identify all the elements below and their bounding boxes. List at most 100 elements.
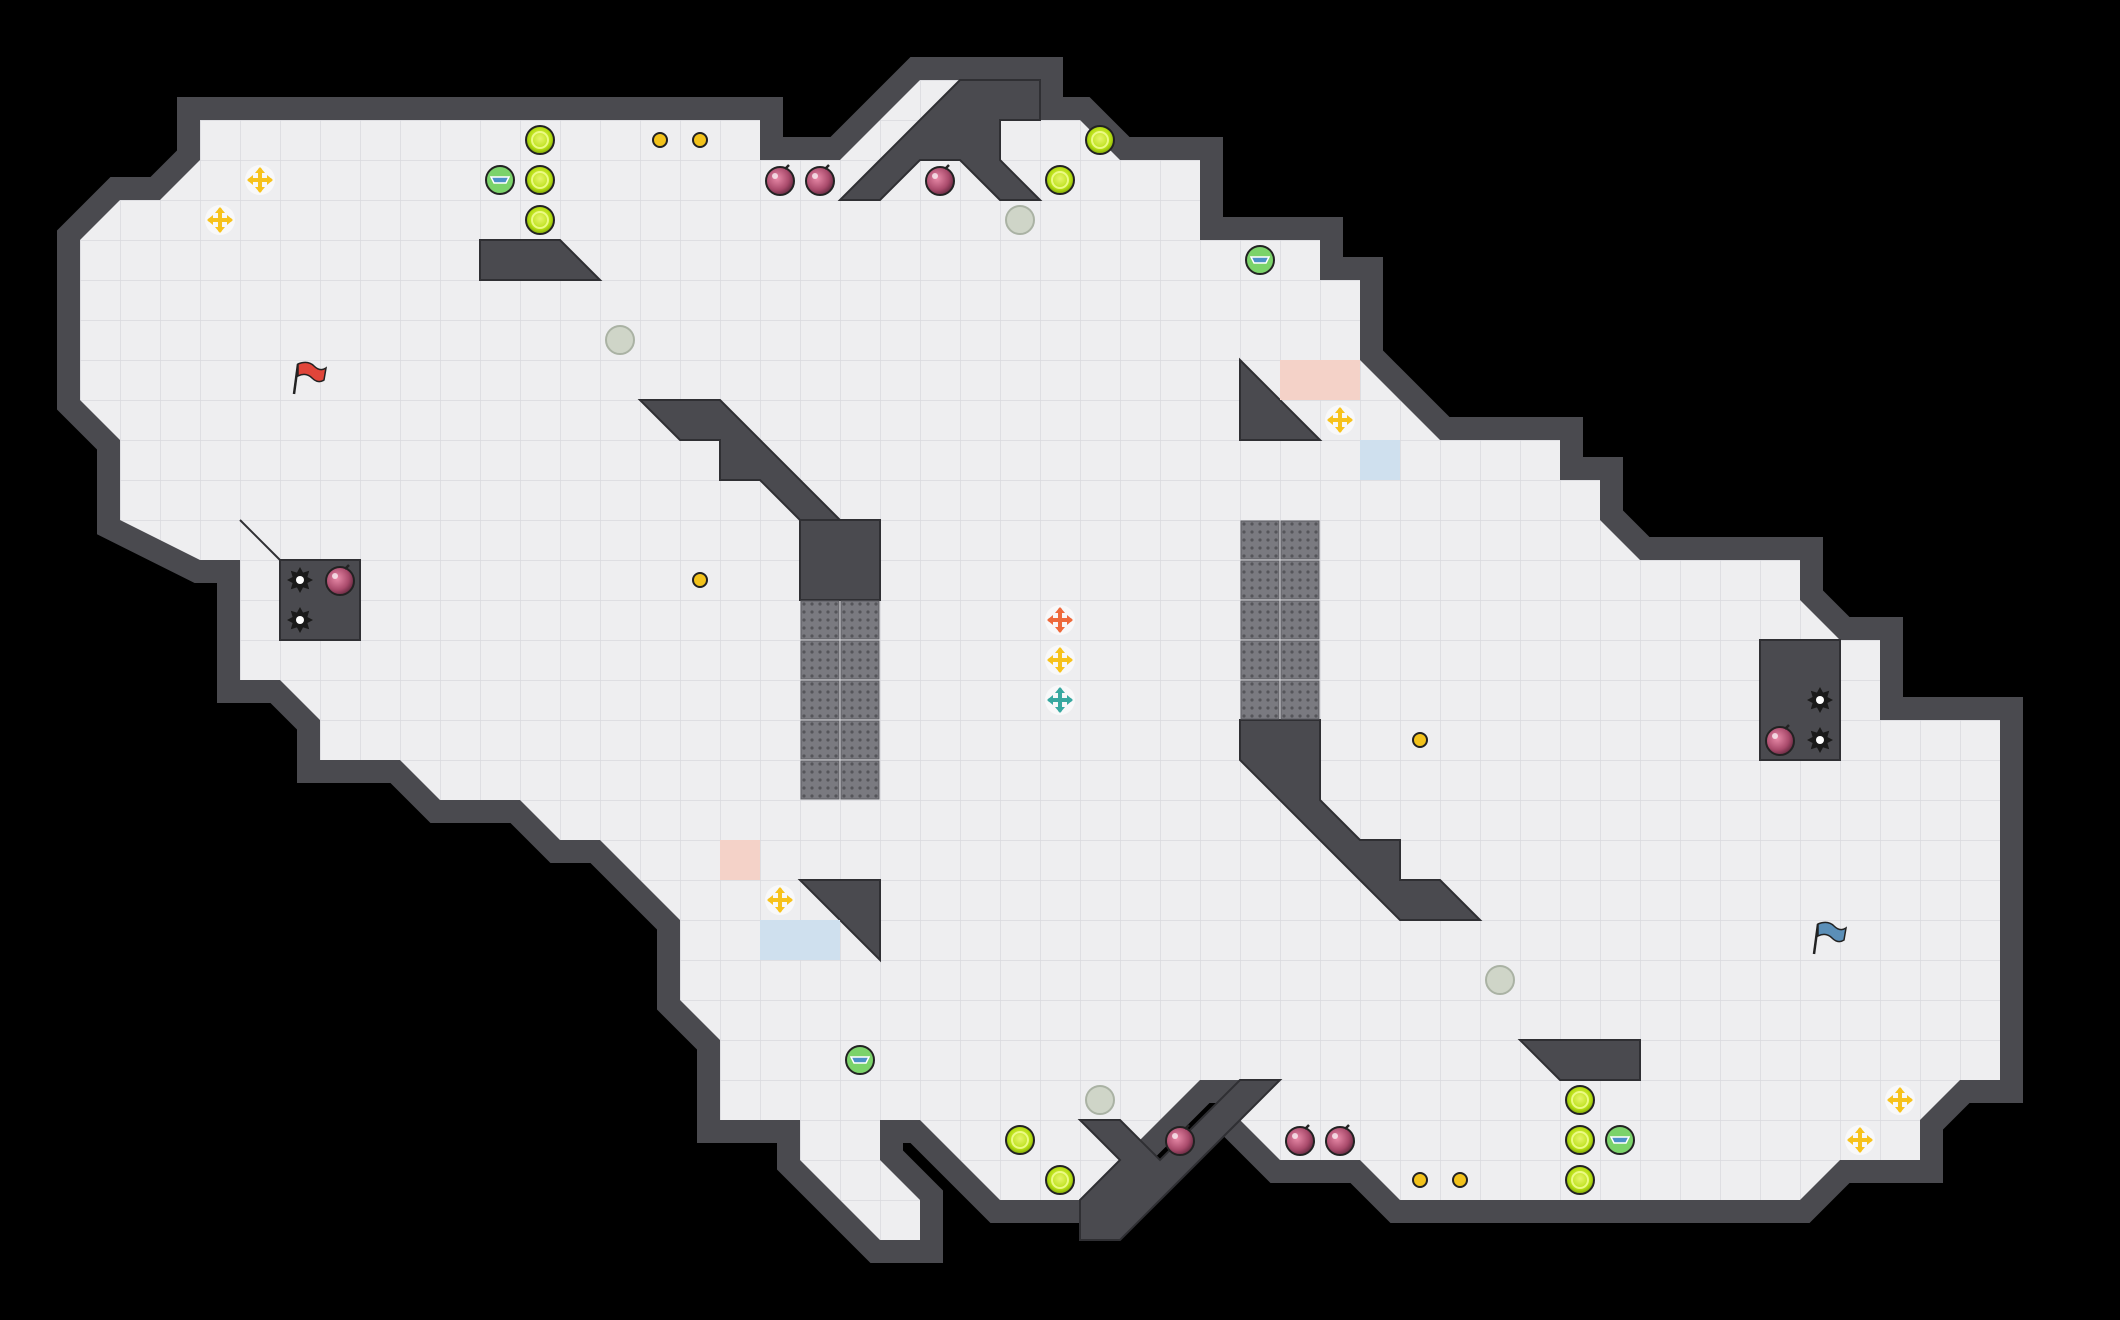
bomb-fuse bbox=[344, 564, 350, 570]
pad-arrow bbox=[1067, 615, 1073, 625]
pad-arrow bbox=[215, 207, 225, 213]
floor-fill bbox=[80, 80, 2000, 1240]
boost-icon bbox=[525, 205, 555, 235]
pad-arrow bbox=[787, 895, 793, 905]
grate-tile bbox=[800, 760, 840, 800]
grate-tile bbox=[1240, 680, 1280, 720]
spike-icon bbox=[287, 567, 313, 593]
red-flag-icon bbox=[292, 361, 328, 395]
bomb-icon bbox=[325, 564, 355, 596]
boost-core bbox=[1051, 1171, 1069, 1189]
pad-arrow bbox=[1047, 655, 1053, 665]
speed-pad-icon bbox=[1885, 1085, 1915, 1115]
bomb-shine bbox=[1772, 733, 1778, 739]
pad-arrow bbox=[1335, 427, 1345, 433]
red-team-tile bbox=[1320, 360, 1360, 400]
bomb-icon bbox=[765, 164, 795, 196]
grate-tile bbox=[1240, 600, 1280, 640]
pad-arrow bbox=[1907, 1095, 1913, 1105]
bomb-icon bbox=[1325, 1124, 1355, 1156]
spike-icon bbox=[1807, 687, 1833, 713]
walls-layer bbox=[57, 57, 2023, 1263]
pad-arrow bbox=[215, 227, 225, 233]
bomb-shine bbox=[932, 173, 938, 179]
team-boost-icon bbox=[485, 165, 515, 195]
boost-core bbox=[531, 211, 549, 229]
wall-block-bottom-right bbox=[1517, 1039, 1641, 1081]
pad-arrow bbox=[1867, 1135, 1873, 1145]
speed-pad-icon bbox=[1325, 405, 1355, 435]
inactive-boost-icon bbox=[1085, 1085, 1115, 1115]
pad-arrow bbox=[1055, 667, 1065, 673]
gold-token-icon bbox=[692, 572, 708, 588]
spike-center bbox=[1816, 736, 1824, 744]
blue-team-tile bbox=[800, 920, 840, 960]
boost-icon bbox=[1045, 1165, 1075, 1195]
boost-core bbox=[1571, 1171, 1589, 1189]
bomb-icon bbox=[1285, 1124, 1315, 1156]
pad-arrow bbox=[1047, 695, 1053, 705]
bomb-body bbox=[925, 166, 955, 196]
boost-ring bbox=[525, 205, 555, 235]
grate-tile bbox=[1280, 560, 1320, 600]
pad-arrow bbox=[1055, 647, 1065, 653]
flag-cloth bbox=[1817, 921, 1848, 943]
boost-icon bbox=[1045, 165, 1075, 195]
bomb-fuse bbox=[784, 164, 790, 170]
gold-token-icon bbox=[1412, 732, 1428, 748]
wall-top-notch bbox=[837, 79, 1043, 201]
wall-pillar-left bbox=[799, 519, 881, 601]
boost-core bbox=[1571, 1091, 1589, 1109]
pad-arrow bbox=[775, 907, 785, 913]
boost-ring bbox=[1085, 125, 1115, 155]
spike-center bbox=[1816, 696, 1824, 704]
bomb-icon bbox=[1165, 1124, 1195, 1156]
bomb-shine bbox=[1172, 1133, 1178, 1139]
bomb-fuse bbox=[824, 164, 830, 170]
pad-arrow bbox=[1055, 607, 1065, 613]
pad-arrow bbox=[227, 215, 233, 225]
inactive-boost-icon bbox=[1005, 205, 1035, 235]
grate-tile bbox=[1280, 520, 1320, 560]
blue-team-tile bbox=[1360, 440, 1400, 480]
bomb-body bbox=[805, 166, 835, 196]
boost-core bbox=[1011, 1131, 1029, 1149]
grate-tile bbox=[1280, 680, 1320, 720]
inactive-boost-icon bbox=[605, 325, 635, 355]
boost-core bbox=[1051, 171, 1069, 189]
team-boost-mark bbox=[1249, 256, 1271, 264]
bomb-shine bbox=[332, 573, 338, 579]
wall-block-top-left bbox=[479, 239, 603, 281]
pad-arrow bbox=[1895, 1087, 1905, 1093]
spike-icon bbox=[287, 607, 313, 633]
portal-pad-red-icon bbox=[1045, 605, 1075, 635]
boost-ring bbox=[1565, 1165, 1595, 1195]
red-team-tile bbox=[720, 840, 760, 880]
wall-diagonal-right bbox=[1239, 719, 1483, 921]
grate-tile bbox=[1280, 640, 1320, 680]
bomb-body bbox=[1285, 1126, 1315, 1156]
boost-ring bbox=[1045, 1165, 1075, 1195]
pad-arrow bbox=[1847, 1135, 1853, 1145]
boost-ring bbox=[1565, 1125, 1595, 1155]
boost-core bbox=[1571, 1131, 1589, 1149]
speed-pad-icon bbox=[1845, 1125, 1875, 1155]
boost-icon bbox=[1565, 1125, 1595, 1155]
blue-flag-icon bbox=[1812, 921, 1848, 955]
bomb-icon bbox=[805, 164, 835, 196]
pad-arrow bbox=[1347, 415, 1353, 425]
pad-arrow bbox=[1855, 1127, 1865, 1133]
team-boost-icon bbox=[1245, 245, 1275, 275]
grate-tile bbox=[840, 720, 880, 760]
blue-team-tile bbox=[760, 920, 800, 960]
bomb-body bbox=[1765, 726, 1795, 756]
grate-tile bbox=[840, 760, 880, 800]
grate-tile bbox=[800, 600, 840, 640]
pad-arrow bbox=[1335, 407, 1345, 413]
boost-icon bbox=[1565, 1085, 1595, 1115]
boost-core bbox=[531, 131, 549, 149]
inactive-boost-icon bbox=[1485, 965, 1515, 995]
grate-tile bbox=[1240, 640, 1280, 680]
pad-arrow bbox=[1055, 687, 1065, 693]
